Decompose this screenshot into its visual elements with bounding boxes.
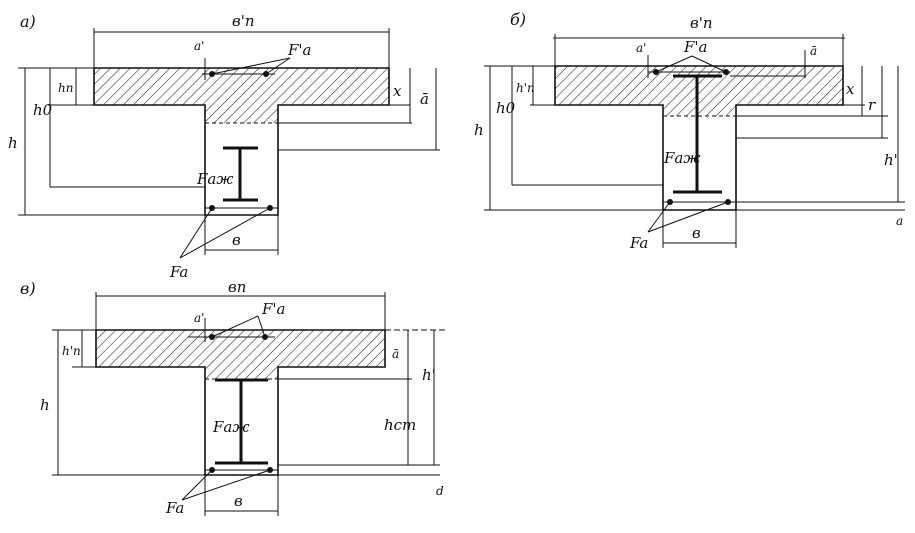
label-h-b: h	[474, 121, 484, 139]
label-a-top-b: a'	[636, 41, 646, 55]
label-h-c: h	[40, 396, 50, 414]
label-Fa-top-a: F'a	[287, 41, 311, 59]
label-a-top-a: a'	[194, 39, 204, 53]
steel-ibeam-a	[223, 146, 258, 202]
label-Faj-c: Fаж	[212, 418, 249, 436]
label-hst-c: hст	[384, 416, 416, 434]
label-h-a: h	[8, 134, 18, 152]
label-hn-c: h'п	[62, 344, 81, 358]
label-h0-a: h0	[33, 101, 53, 119]
web-hatch-b	[663, 105, 736, 116]
label-bn-b: в'п	[690, 14, 713, 32]
label-bn-a: в'п	[232, 12, 255, 30]
label-h0-b: h0	[496, 99, 516, 117]
label-d-c: d	[436, 484, 444, 498]
label-a-b: a	[896, 214, 903, 228]
label-b-b: в	[692, 224, 701, 242]
diagram-c: в) вп h h'п F'a a'	[20, 278, 445, 517]
web-hatch-a	[205, 105, 278, 123]
diagram-a: a) в'п h h0 hп F'a	[8, 12, 440, 281]
label-Fa-a: Fa	[169, 263, 188, 281]
caption-a: a)	[20, 12, 36, 31]
label-Fa-b: Fa	[629, 234, 648, 252]
label-abar-a: ā	[420, 90, 429, 108]
caption-b: б)	[510, 10, 526, 29]
label-b-a: в	[232, 231, 241, 249]
label-x-a: x	[393, 82, 402, 100]
label-a-top-c: a'	[194, 311, 204, 325]
label-Faj-a: Fаж	[196, 170, 233, 188]
label-x-b: x	[846, 80, 855, 98]
label-Fa-top-c: F'a	[261, 300, 285, 318]
label-abar-b: ā	[810, 44, 817, 58]
label-hn-a: hп	[58, 81, 73, 95]
label-r-b: r	[868, 96, 876, 114]
steel-ibeam-c	[215, 378, 268, 465]
caption-c: в)	[20, 279, 36, 298]
web-hatch-c	[205, 367, 278, 379]
label-hprime-c: h'	[422, 366, 436, 384]
flange-hatch-c	[96, 330, 385, 367]
label-Fa-c: Fa	[165, 499, 184, 517]
label-b-c: в	[234, 492, 243, 510]
label-abar-c: ā	[392, 347, 399, 361]
label-hprime-b: h'	[884, 151, 898, 169]
label-Fa-top-b: F'a	[683, 38, 707, 56]
label-hn-b: h'п	[516, 81, 535, 95]
label-Faj-b: Fаж	[663, 149, 700, 167]
steel-ibeam-b	[673, 74, 722, 194]
diagram-b: б) в'п h h0 h'п F'a a' ā	[474, 10, 905, 252]
label-bn-c: вп	[228, 278, 246, 296]
